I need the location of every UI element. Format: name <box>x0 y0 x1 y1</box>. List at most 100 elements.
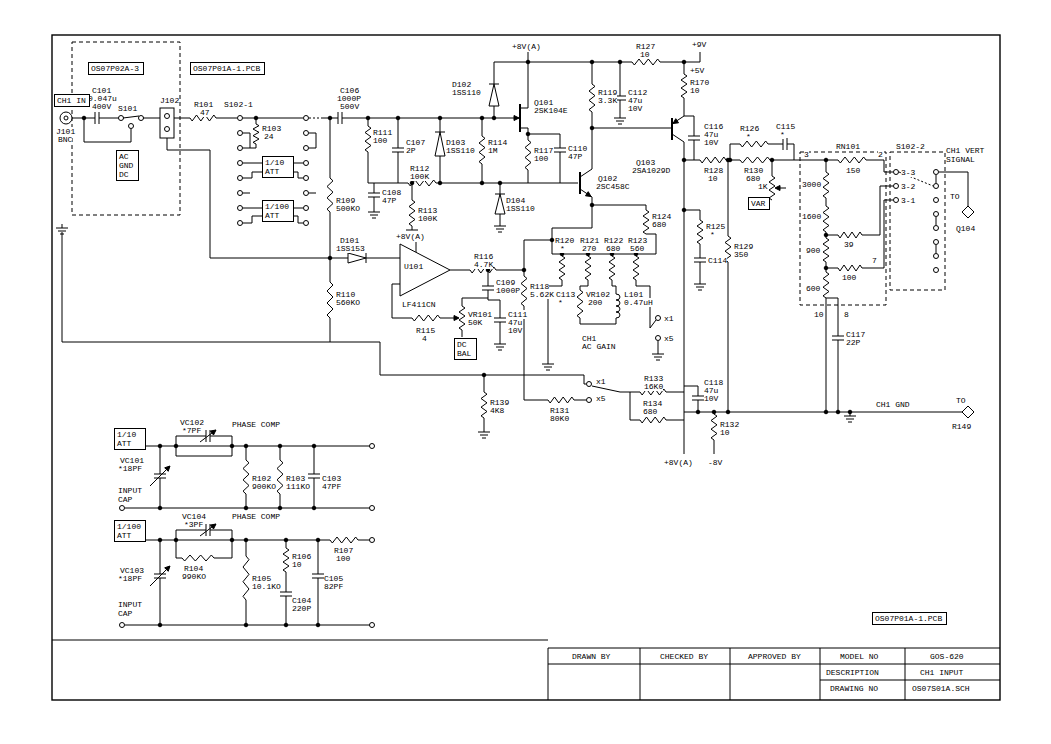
junction-dot <box>158 538 162 542</box>
wire <box>330 118 331 178</box>
part-label: 500KO <box>336 204 360 213</box>
capacitor-symbol <box>783 138 784 150</box>
diode-symbol <box>489 84 499 106</box>
junction-dot <box>82 116 86 120</box>
part-label: 4.7K <box>474 260 493 269</box>
wire <box>374 197 375 208</box>
wire <box>658 341 659 350</box>
ground-symbol <box>368 212 380 213</box>
part-label: 2P <box>406 146 416 155</box>
part-label: 3-3 <box>901 168 915 177</box>
label-box: CH1 IN <box>54 94 90 107</box>
part-label: 600 <box>806 284 820 293</box>
box-text: VAR <box>751 199 767 208</box>
part-label: 10V <box>704 138 718 147</box>
ground-symbol <box>694 284 706 285</box>
bnc-connector <box>64 116 68 120</box>
diode-symbol <box>495 194 505 195</box>
wire <box>330 212 331 282</box>
wire <box>368 152 369 183</box>
wire <box>214 540 232 558</box>
wire <box>730 144 740 160</box>
diode-symbol <box>435 132 445 156</box>
resistor-symbol <box>182 555 214 561</box>
switch-contact <box>370 538 375 543</box>
part-label: DRAWN BY <box>572 652 610 661</box>
wire <box>838 340 839 412</box>
ground-symbol <box>498 232 502 233</box>
switch-contact <box>139 116 144 121</box>
wire <box>368 118 369 126</box>
wire <box>398 152 399 183</box>
part-label: AC GAIN <box>582 342 616 351</box>
wire <box>592 128 672 129</box>
resistor-symbol <box>823 172 829 198</box>
capacitor-symbol <box>368 193 380 194</box>
part-label: 47PF <box>322 482 341 491</box>
part-label: 100 <box>373 136 387 145</box>
circuit-lines <box>52 35 1000 700</box>
arrow-head <box>514 116 519 121</box>
board-outline <box>72 42 180 215</box>
wire <box>636 254 637 256</box>
wire <box>293 163 303 164</box>
part-label: 39 <box>844 240 854 249</box>
capacitor-symbol <box>206 524 207 536</box>
part-label: 3-1 <box>901 196 915 205</box>
part-label: * <box>710 230 715 239</box>
arrow-head <box>585 192 591 197</box>
part-label: 100K <box>418 214 437 223</box>
wire <box>484 418 485 428</box>
part-label: * <box>780 130 785 139</box>
title-block-line <box>548 664 820 665</box>
label-box: VAR <box>748 197 770 210</box>
junction-dot <box>590 203 594 207</box>
part-label: 1SS153 <box>336 244 365 253</box>
wire <box>950 412 962 413</box>
switch-contact <box>656 316 661 321</box>
wire <box>500 214 501 222</box>
part-label: 560KO <box>336 298 360 307</box>
wire <box>684 160 700 161</box>
wire <box>698 400 699 412</box>
wire <box>309 133 316 148</box>
part-label: 100K <box>410 172 429 181</box>
arrow-head <box>775 186 780 191</box>
wire <box>620 100 621 114</box>
capacitor-symbol <box>95 112 96 124</box>
wire <box>309 193 316 194</box>
capacitor-symbol <box>154 474 166 475</box>
resistor-symbol <box>589 84 595 112</box>
switch-contact <box>120 506 125 511</box>
part-label: J102 <box>160 96 179 105</box>
wire <box>524 240 552 276</box>
part-label: R125 <box>706 222 725 231</box>
wire <box>826 235 838 236</box>
wire <box>826 268 838 269</box>
resistor-symbol <box>365 126 371 152</box>
wire <box>293 172 303 178</box>
wire <box>176 446 232 456</box>
ground-symbol <box>616 121 624 122</box>
part-label: Q104 <box>956 224 975 233</box>
part-label: +8V(A) <box>396 232 425 241</box>
connector-diamond <box>962 406 974 418</box>
label-box: 1/10 ATT <box>114 428 146 450</box>
wire <box>160 478 161 508</box>
box-text: OS07P01A-1.PCB <box>193 64 262 73</box>
switch-contact <box>934 198 939 203</box>
part-label: GOS-620 <box>930 652 964 661</box>
part-label: -8V <box>708 458 722 467</box>
wire <box>524 375 548 400</box>
capacitor-symbol <box>312 574 324 575</box>
part-label: 3000 <box>802 180 821 189</box>
part-label: 100 <box>336 554 350 563</box>
wire <box>494 62 495 84</box>
wire <box>484 375 485 392</box>
wire <box>160 578 161 625</box>
junction-dot <box>480 181 484 185</box>
wire <box>314 478 315 508</box>
ground-symbol <box>618 124 622 125</box>
wire <box>160 446 161 474</box>
